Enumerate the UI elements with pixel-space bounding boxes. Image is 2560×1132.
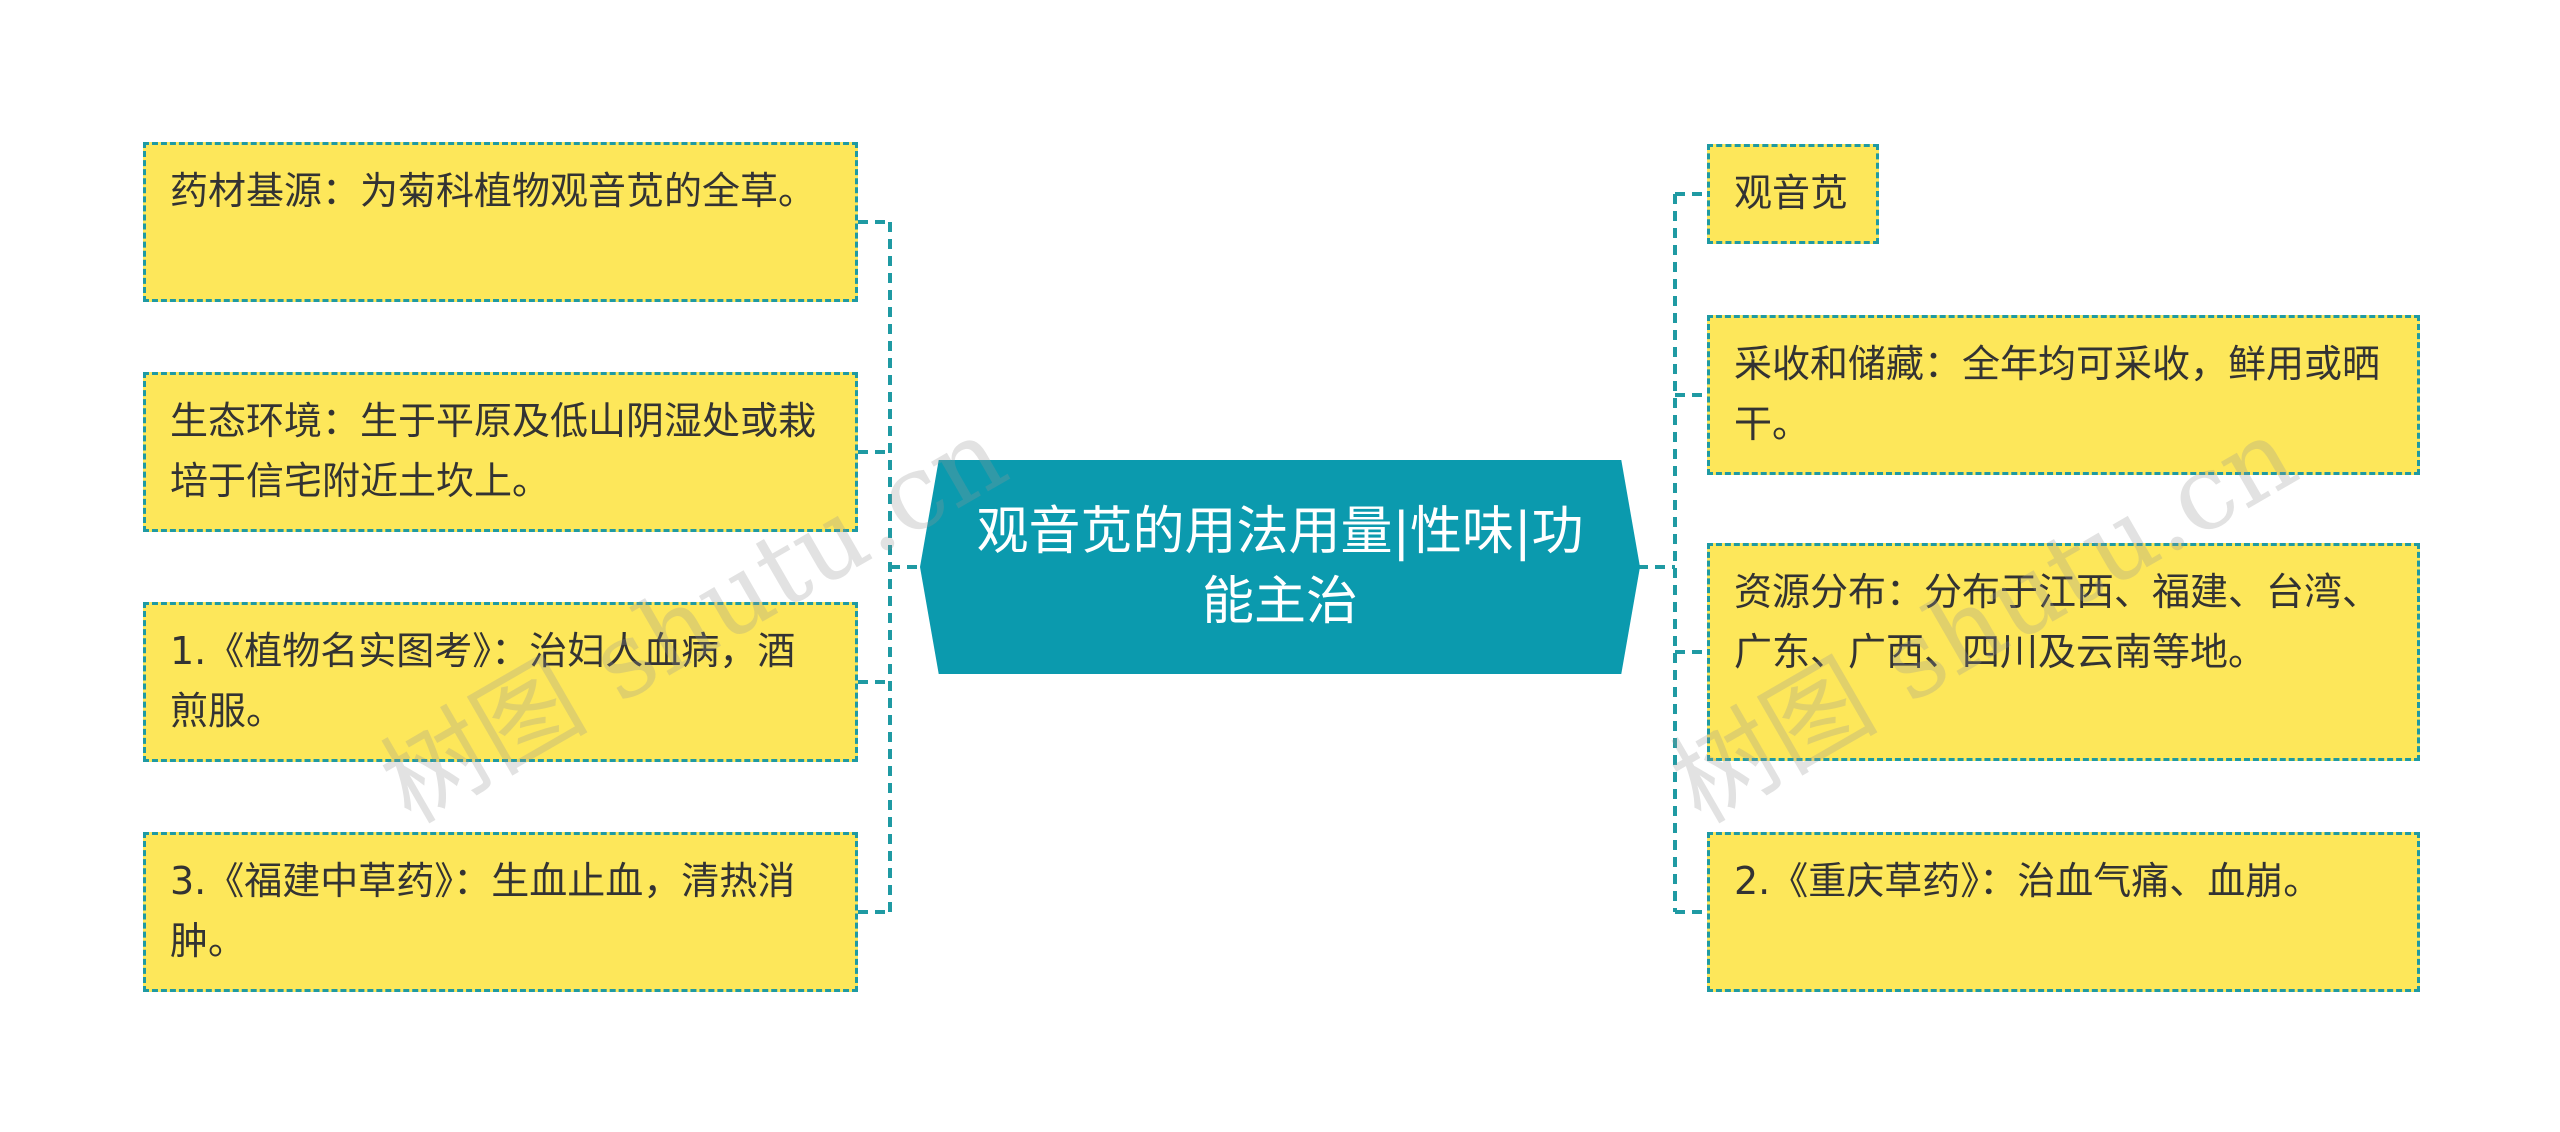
left-node-1-text: 药材基源：为菊科植物观音苋的全草。 (170, 169, 817, 213)
left-node-2-text: 生态环境：生于平原及低山阴湿处或栽培于信宅附近土坎上。 (170, 399, 817, 503)
left-node-1[interactable]: 药材基源：为菊科植物观音苋的全草。 (143, 142, 858, 302)
right-node-1[interactable]: 观音苋 (1707, 144, 1879, 244)
left-node-4[interactable]: 3.《福建中草药》：生血止血，清热消肿。 (143, 832, 858, 992)
right-node-2[interactable]: 采收和储藏：全年均可采收，鲜用或晒干。 (1707, 315, 2420, 475)
right-node-4[interactable]: 2.《重庆草药》：治血气痛、血崩。 (1707, 832, 2420, 992)
left-node-4-text: 3.《福建中草药》：生血止血，清热消肿。 (170, 859, 796, 963)
right-node-2-text: 采收和储藏：全年均可采收，鲜用或晒干。 (1734, 342, 2381, 446)
right-node-3-text: 资源分布：分布于江西、福建、台湾、广东、广西、四川及云南等地。 (1734, 570, 2381, 674)
central-topic[interactable]: 观音苋的用法用量|性味|功能主治 (920, 460, 1640, 674)
central-topic-title: 观音苋的用法用量|性味|功能主治 (976, 502, 1584, 632)
left-node-3-text: 1.《植物名实图考》：治妇人血病，酒煎服。 (170, 629, 796, 733)
right-node-4-text: 2.《重庆草药》：治血气痛、血崩。 (1734, 859, 2322, 903)
left-node-2[interactable]: 生态环境：生于平原及低山阴湿处或栽培于信宅附近土坎上。 (143, 372, 858, 532)
right-node-3[interactable]: 资源分布：分布于江西、福建、台湾、广东、广西、四川及云南等地。 (1707, 543, 2420, 761)
left-node-3[interactable]: 1.《植物名实图考》：治妇人血病，酒煎服。 (143, 602, 858, 762)
right-node-1-text: 观音苋 (1734, 171, 1849, 215)
